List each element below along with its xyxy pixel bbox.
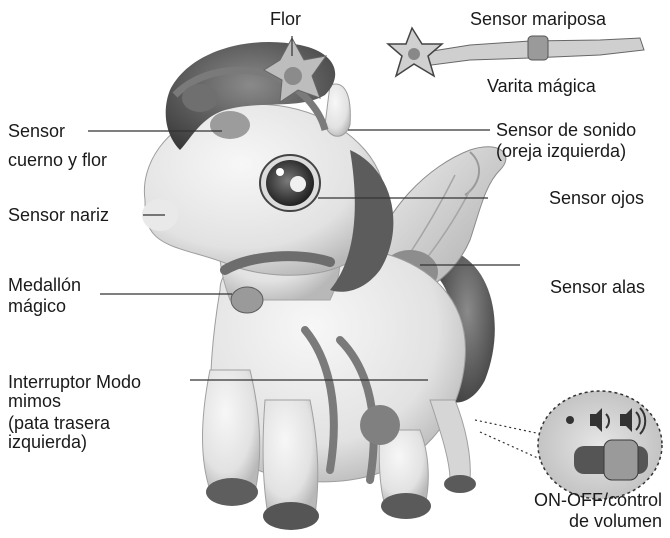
medallion bbox=[231, 287, 263, 313]
label-sensor-ojos: Sensor ojos bbox=[549, 188, 644, 209]
magic-wand bbox=[388, 28, 644, 76]
label-varita-magica: Varita mágica bbox=[487, 76, 596, 97]
label-medallon-line2: mágico bbox=[8, 296, 66, 317]
label-interruptor-line1: Interruptor Modo bbox=[8, 372, 141, 393]
label-medallon-line1: Medallón bbox=[8, 275, 81, 296]
label-sensor-alas: Sensor alas bbox=[550, 277, 645, 298]
label-sensor-mariposa: Sensor mariposa bbox=[470, 9, 606, 30]
label-interruptor-line3: (pata trasera bbox=[8, 413, 110, 434]
label-flor: Flor bbox=[270, 9, 301, 30]
label-interruptor-line2: mimos bbox=[8, 391, 61, 412]
label-sensor-cuerno-flor-line1: Sensor bbox=[8, 121, 65, 142]
label-onoff-line2: de volumen bbox=[569, 511, 662, 532]
label-sensor-sonido-line1: Sensor de sonido bbox=[496, 120, 636, 141]
label-sensor-sonido-line2: (oreja izquierda) bbox=[496, 141, 626, 162]
label-sensor-nariz: Sensor nariz bbox=[8, 205, 109, 226]
label-onoff-line1: ON-OFF/control bbox=[534, 490, 662, 511]
label-interruptor-line4: izquierda) bbox=[8, 432, 87, 453]
label-sensor-cuerno-flor-line2: cuerno y flor bbox=[8, 150, 107, 171]
switch-inset bbox=[538, 391, 662, 499]
